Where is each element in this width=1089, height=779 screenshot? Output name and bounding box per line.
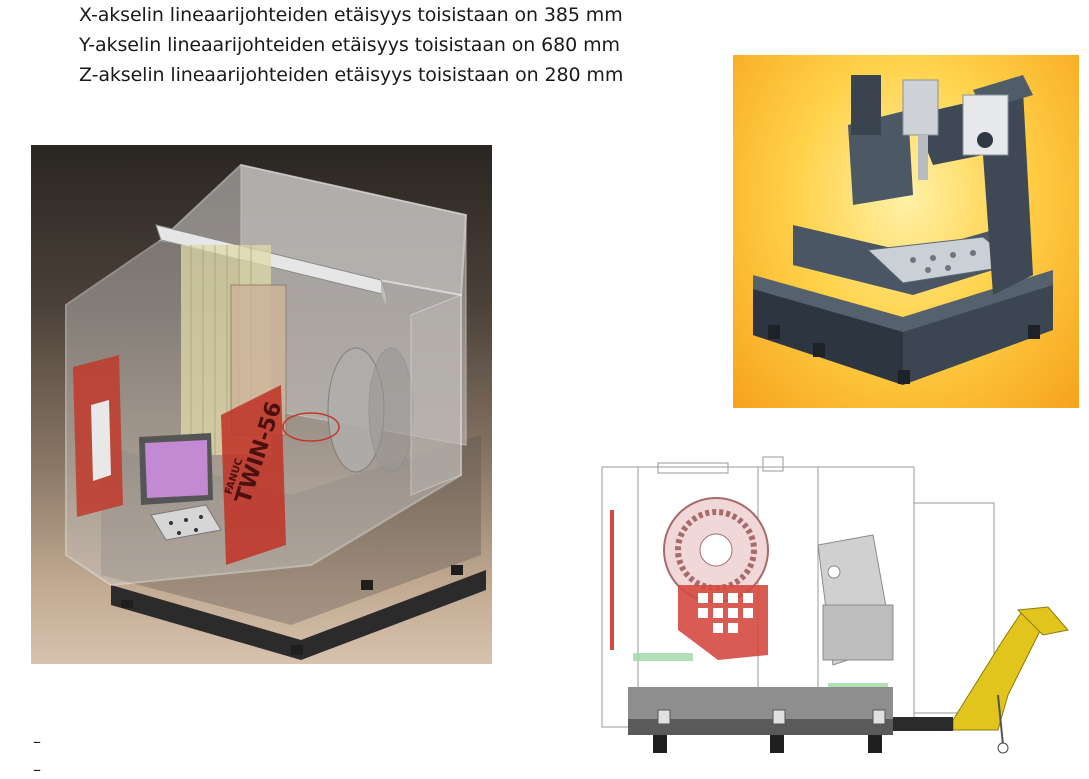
frame-feet: [768, 325, 1040, 384]
spec-list: X-akselin lineaarijohteiden etäisyys toi…: [79, 0, 623, 90]
enclosure-illustration: TWIN-56 FANUC: [65, 163, 486, 660]
side-view-illustration: [601, 456, 1069, 754]
table-holes: [910, 250, 976, 273]
base-pads: [657, 709, 886, 725]
machine-side-drawing: [598, 455, 1088, 765]
machine-frame-photo: [733, 55, 1079, 408]
spec-y-axis: Y-akselin lineaarijohteiden etäisyys toi…: [79, 34, 620, 56]
table-slots: [169, 515, 203, 535]
spec-z-axis: Z-akselin lineaarijohteiden etäisyys toi…: [79, 64, 624, 86]
spec-x-axis: X-akselin lineaarijohteiden etäisyys toi…: [79, 4, 623, 26]
bullet-dash-2: –: [33, 760, 41, 779]
machine-feet: [121, 565, 463, 655]
guard-openings: [698, 593, 753, 633]
bullet-dash-1: –: [33, 732, 41, 751]
frame-illustration: [753, 75, 1053, 385]
machine-enclosure-render: TWIN-56 FANUC: [31, 145, 492, 664]
base-feet: [653, 735, 882, 753]
